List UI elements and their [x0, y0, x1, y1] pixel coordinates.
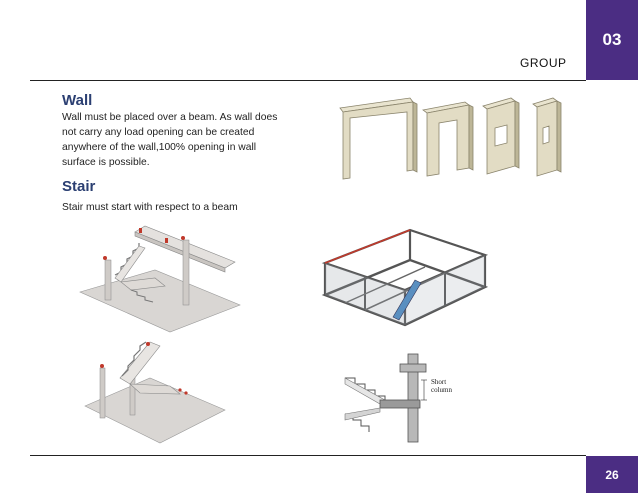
stair-description: Stair must start with respect to a beam	[62, 202, 238, 213]
structural-frame-illustration	[321, 228, 489, 327]
header-divider	[30, 80, 586, 81]
stair-beam-illustration-2	[84, 341, 226, 444]
short-column-diagram	[344, 353, 427, 443]
footer-divider	[30, 455, 586, 456]
page-number-badge: 26	[586, 456, 638, 493]
wall-heading: Wall	[62, 92, 93, 109]
short-column-label: Short column	[431, 378, 452, 394]
group-label: GROUP	[520, 56, 567, 70]
stair-beam-illustration-1	[79, 225, 241, 333]
stair-heading: Stair	[62, 178, 96, 195]
wall-description: Wall must be placed over a beam. As wall…	[62, 112, 278, 168]
wall-panels-illustration	[339, 97, 562, 180]
group-number-badge: 03	[586, 0, 638, 80]
